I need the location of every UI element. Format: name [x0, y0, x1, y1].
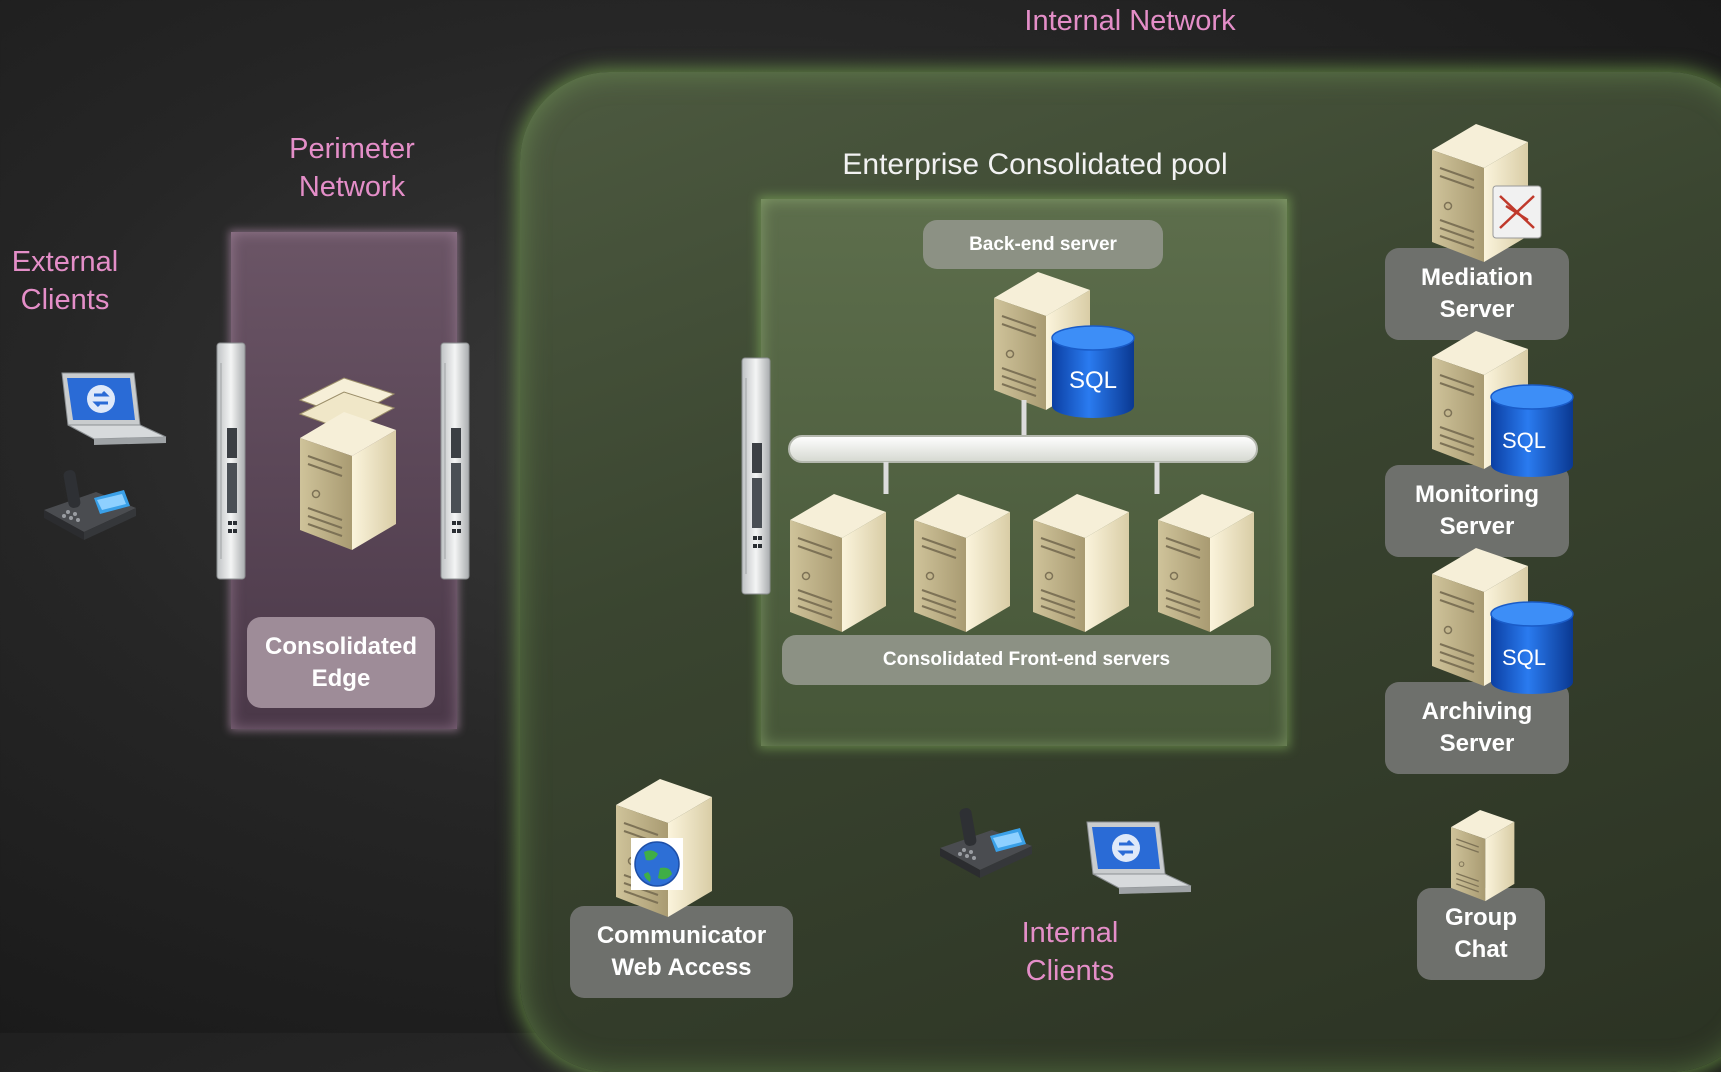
pool-title: Enterprise Consolidated pool	[842, 148, 1228, 181]
consolidated-edge-box: Consolidated Edge	[247, 617, 435, 708]
sql-label: SQL	[1502, 428, 1546, 453]
laptop-icon	[60, 371, 168, 447]
archiving-server-box: Archiving Server	[1385, 682, 1569, 774]
network-switch-icon	[1492, 185, 1542, 239]
network-bus	[788, 435, 1258, 463]
web-access-box: Communicator Web Access	[570, 906, 793, 998]
server-icon	[1032, 493, 1130, 633]
sql-label: SQL	[1502, 645, 1546, 670]
monitoring-server-box: Monitoring Server	[1385, 465, 1569, 557]
firewall-icon	[741, 357, 771, 595]
external-clients-label: External Clients	[11, 246, 119, 316]
backend-server-box: Back-end server	[923, 220, 1163, 269]
group-chat-box: Group Chat	[1417, 888, 1545, 980]
server-icon	[789, 493, 887, 633]
phone-icon	[940, 807, 1032, 878]
perimeter-network-label: Perimeter Network	[289, 133, 415, 203]
firewall-icon	[216, 342, 246, 580]
globe-icon	[631, 838, 683, 890]
sql-label: SQL	[1069, 367, 1117, 394]
server-icon	[1157, 493, 1255, 633]
laptop-icon	[1085, 820, 1193, 896]
server-icon	[913, 493, 1011, 633]
frontend-servers-box: Consolidated Front-end servers	[782, 635, 1271, 685]
server-icon	[299, 411, 397, 551]
internal-clients-label: Internal Clients	[1021, 917, 1119, 987]
phone-icon	[44, 469, 136, 540]
edge-server-stack-icon	[298, 377, 397, 551]
diagram-graphics: SQL SQL SQL	[44, 123, 1574, 918]
internal-network-label: Internal Network	[1024, 5, 1236, 37]
server-icon	[1450, 809, 1516, 902]
firewall-icon	[440, 342, 470, 580]
mediation-server-box: Mediation Server	[1385, 248, 1569, 340]
